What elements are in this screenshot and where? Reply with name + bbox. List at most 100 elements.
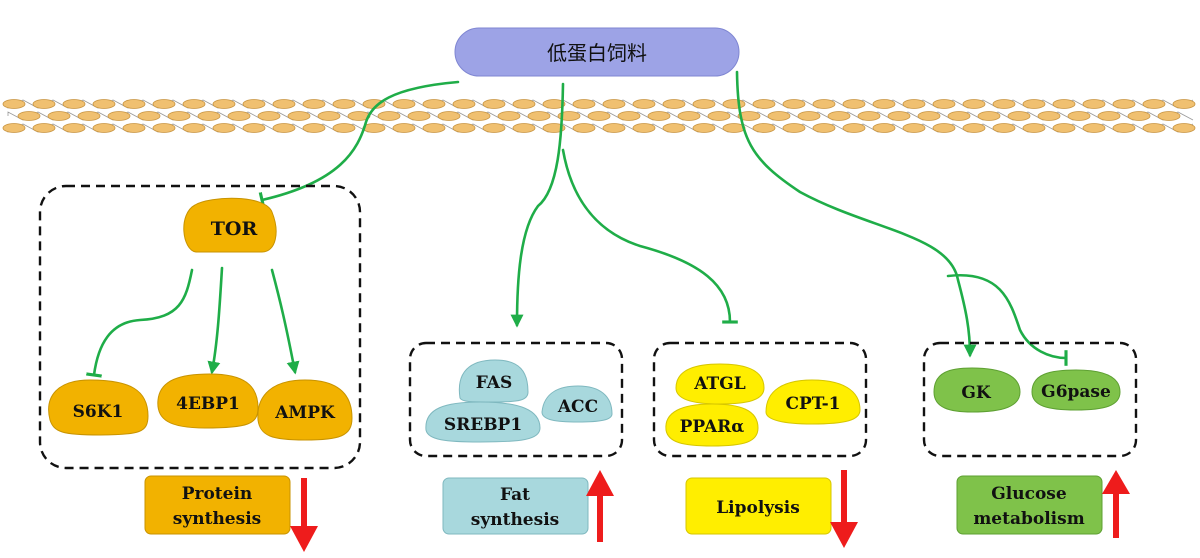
membrane-lipid-head [137,111,161,121]
membrane-lipid-head [1127,111,1151,121]
membrane-lipid-head [377,111,401,121]
membrane-lipid-head [752,99,776,109]
fat-synthesis-result: Fat synthesis [442,477,589,535]
membrane-lipid-head [887,111,911,121]
membrane-lipid-head [692,99,716,109]
glucose-metabolism-line2: metabolism [973,509,1084,529]
membrane-lipid-head [572,123,596,133]
membrane-lipid-head [632,123,656,133]
gk-label: GK [961,383,992,403]
protein-down-arrow [290,478,318,552]
membrane-lipid-head [62,99,86,109]
membrane-lipid-head [692,123,716,133]
diet-activates-gk [735,70,977,358]
membrane-lipid-head [602,123,626,133]
membrane-lipid-head [482,99,506,109]
glucose-box [922,341,1138,458]
srebp1-node: SREBP1 [425,401,541,443]
membrane-lipid-head [677,111,701,121]
membrane-lipid-head [587,111,611,121]
diet-inhibits-g6pase [946,273,1068,366]
protein-synthesis-result: Protein synthesis [144,475,291,535]
membrane-lipid-head [242,99,266,109]
membrane-lipid-head [392,123,416,133]
s6k1-node: S6K1 [48,379,149,436]
cpt1-node: CPT-1 [765,379,861,425]
atgl-node: ATGL [675,363,765,405]
membrane-lipid-head [152,99,176,109]
tor-activates-ampk [270,268,300,375]
membrane-lipid-head [167,111,191,121]
fas-label: FAS [476,373,513,393]
membrane-lipid-head [1112,99,1136,109]
membrane-lipid-head [962,123,986,133]
glucose-up-arrow [1102,470,1130,538]
membrane-lipid-head [1097,111,1121,121]
ampk-node: AMPK [257,379,353,441]
membrane-lipid-head [332,99,356,109]
membrane-lipid-head [17,111,41,121]
membrane-lipid-head [122,99,146,109]
membrane-lipid-head [707,111,731,121]
fat-synthesis-line1: Fat [500,485,530,505]
g6pase-node: G6pase [1031,369,1121,411]
membrane-lipid-head [467,111,491,121]
membrane-lipid-head [632,99,656,109]
tor-label: TOR [211,218,258,240]
membrane-lipid-head [722,99,746,109]
membrane-lipid-head [872,99,896,109]
membrane-lipid-head [767,111,791,121]
membrane-lipid-head [302,123,326,133]
membrane-lipid-head [92,99,116,109]
fat-synthesis-line2: synthesis [471,510,559,530]
membrane-lipid-head [992,99,1016,109]
membrane-lipid-head [152,123,176,133]
membrane-lipid-head [992,123,1016,133]
membrane-lipid-head [647,111,671,121]
membrane-lipid-head [872,123,896,133]
acc-label: ACC [557,397,598,417]
cell-membrane [2,99,1196,133]
membrane-lipid-head [932,99,956,109]
membrane-lipid-head [122,123,146,133]
membrane-lipid-head [1037,111,1061,121]
membrane-lipid-head [32,99,56,109]
membrane-lipid-head [332,123,356,133]
membrane-lipid-head [182,99,206,109]
membrane-lipid-head [1067,111,1091,121]
membrane-lipid-head [812,123,836,133]
membrane-lipid-head [317,111,341,121]
fas-node: FAS [458,359,529,403]
membrane-lipid-head [407,111,431,121]
membrane-lipid-head [977,111,1001,121]
membrane-lipid-head [1082,123,1106,133]
membrane-lipid-head [482,123,506,133]
membrane-lipid-head [542,123,566,133]
cpt1-label: CPT-1 [785,394,840,414]
membrane-lipid-head [617,111,641,121]
srebp1-label: SREBP1 [444,415,522,435]
membrane-lipid-head [1142,123,1166,133]
tor-activates-4ebp1 [207,266,224,375]
diet-inhibits-tor [258,80,460,208]
membrane-lipid-head [1052,99,1076,109]
tor-node: TOR [183,197,277,253]
4ebp1-node: 4EBP1 [157,373,259,429]
membrane-lipid-head [1142,99,1166,109]
membrane-lipid-head [437,111,461,121]
ppara-node: PPARα [665,403,759,447]
lipolysis-down-arrow [830,470,858,548]
membrane-lipid-head [197,111,221,121]
membrane-lipid-head [527,111,551,121]
membrane-lipid-head [1022,123,1046,133]
membrane-lipid-head [1172,99,1196,109]
membrane-lipid-head [212,99,236,109]
membrane-lipid-head [947,111,971,121]
low-protein-diet-label: 低蛋白饲料 [547,41,647,65]
membrane-lipid-head [272,123,296,133]
membrane-lipid-head [47,111,71,121]
membrane-lipid-head [272,99,296,109]
membrane-lipid-head [932,123,956,133]
membrane-lipid-head [1157,111,1181,121]
